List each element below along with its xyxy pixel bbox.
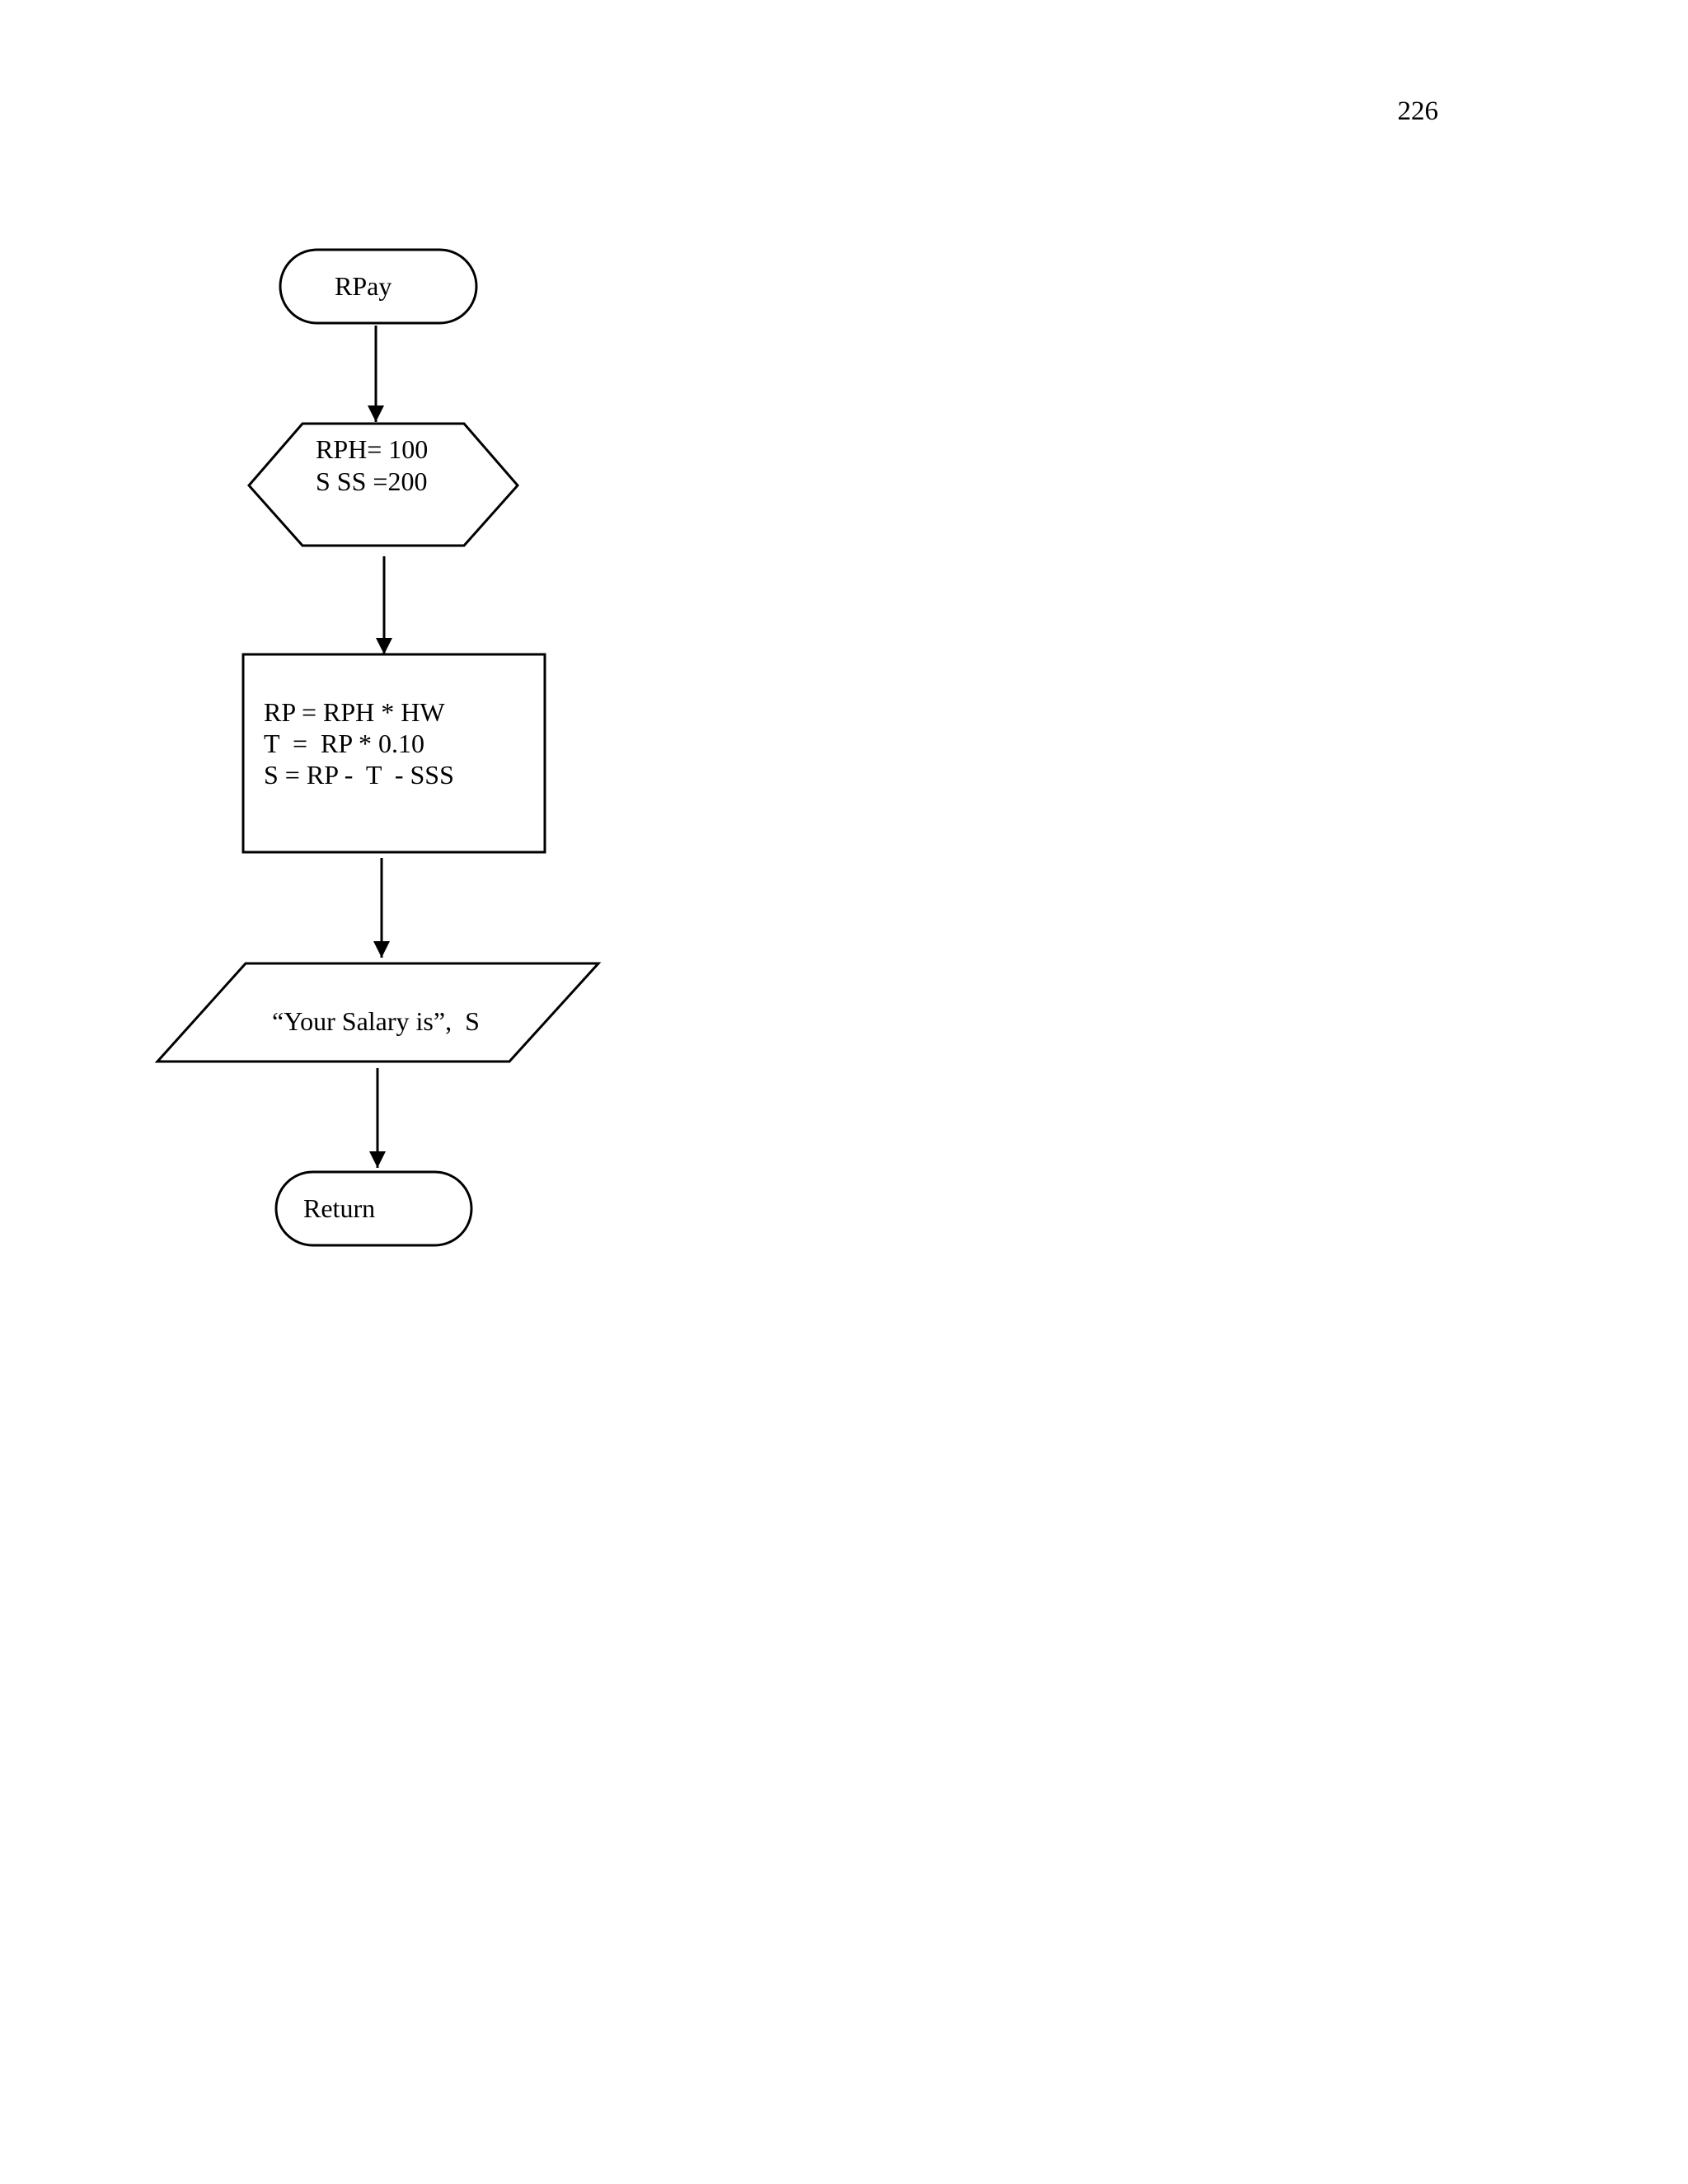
preparation-shape	[247, 422, 519, 547]
node-compute-line-2: T = RP * 0.10	[264, 729, 424, 758]
node-init-line-1: RPH= 100	[316, 434, 428, 464]
terminator-shape	[279, 248, 478, 325]
process-shape	[241, 653, 546, 854]
node-end: Return	[274, 1170, 473, 1247]
node-compute: RP = RPH * HW T = RP * 0.10 S = RP - T -…	[241, 653, 546, 854]
node-compute-line-3: S = RP - T - SSS	[264, 760, 454, 790]
node-end-label: Return	[303, 1193, 375, 1223]
node-start: RPay	[279, 248, 478, 325]
node-output: “Your Salary is”, S	[154, 962, 602, 1063]
page-number: 226	[1397, 96, 1439, 126]
node-output-label: “Your Salary is”, S	[272, 1006, 480, 1036]
input-output-shape	[154, 962, 602, 1063]
terminator-shape	[274, 1170, 473, 1247]
node-compute-line-1: RP = RPH * HW	[264, 697, 445, 727]
node-init-line-2: S SS =200	[316, 466, 427, 496]
node-init: RPH= 100 S SS =200	[247, 422, 519, 547]
node-start-label: RPay	[335, 271, 392, 301]
